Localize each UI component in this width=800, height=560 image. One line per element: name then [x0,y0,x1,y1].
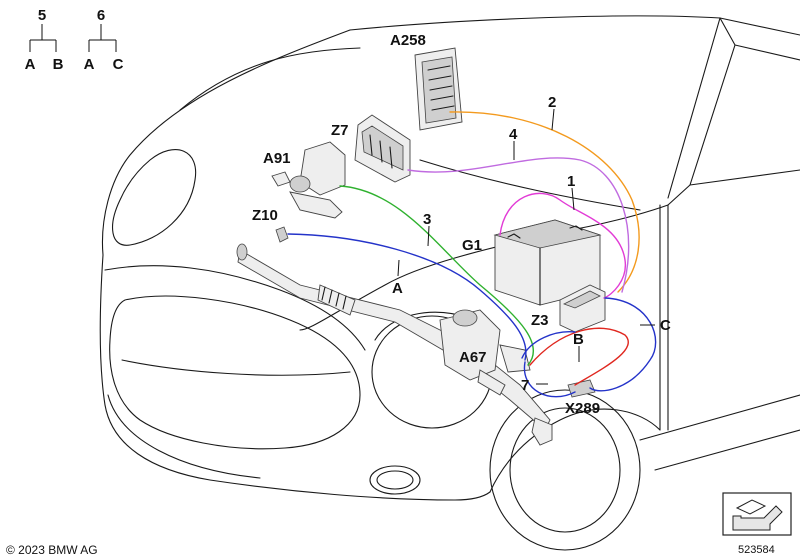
label-wire-2: 2 [548,94,556,111]
a91-unit [271,141,346,219]
wire-3 [339,185,534,366]
label-wire-7: 7 [521,377,529,394]
z3-module [559,284,606,333]
label-wire-c: C [660,317,671,334]
label-z10: Z10 [252,207,278,224]
wire-2 [449,111,640,293]
view-direction-icon [722,492,792,536]
legend-tree-6-lines [88,24,117,52]
callout-labels: A258 Z7 A91 Z10 G1 Z3 A67 X289 2 4 1 3 A… [252,32,671,417]
legend-parent-6: 6 [97,7,105,24]
label-g1: G1 [462,237,482,254]
wire-1 [499,192,626,299]
legend: 5 A B 6 A C [25,7,124,73]
legend-child-5-a: A [25,56,36,73]
legend-child-5-b: B [53,56,64,73]
g1-battery [493,219,602,306]
wire-c-lower [523,361,576,398]
label-wire-b: B [573,331,584,348]
wiring-harness [287,111,657,398]
legend-child-6-c: C [113,56,124,73]
legend-child-6-a: A [84,56,95,73]
label-wire-3: 3 [423,211,431,228]
diagram-number: 523584 [738,544,775,556]
car-body-outline [99,15,800,551]
z10-connector [275,226,289,243]
leader-lines [397,108,655,385]
wire-c [589,297,657,392]
legend-parent-5: 5 [38,7,46,24]
label-x289: X289 [565,400,600,417]
legend-tree-5-lines [29,24,57,52]
wire-4 [407,157,630,293]
label-wire-4: 4 [509,126,518,143]
wire-a-branch [521,331,576,359]
label-z3: Z3 [531,312,549,329]
label-wire-a: A [392,280,403,297]
z7-module [354,114,411,183]
wire-b [529,327,629,386]
wire-a [287,233,527,361]
copyright-text: © 2023 BMW AG [6,543,98,557]
a258-control-unit [414,47,463,131]
label-z7: Z7 [331,122,349,139]
a67-steering-rack [236,243,553,446]
label-a91: A91 [263,150,291,167]
label-wire-1: 1 [567,173,575,190]
label-a67: A67 [459,349,487,366]
label-a258: A258 [390,32,426,49]
